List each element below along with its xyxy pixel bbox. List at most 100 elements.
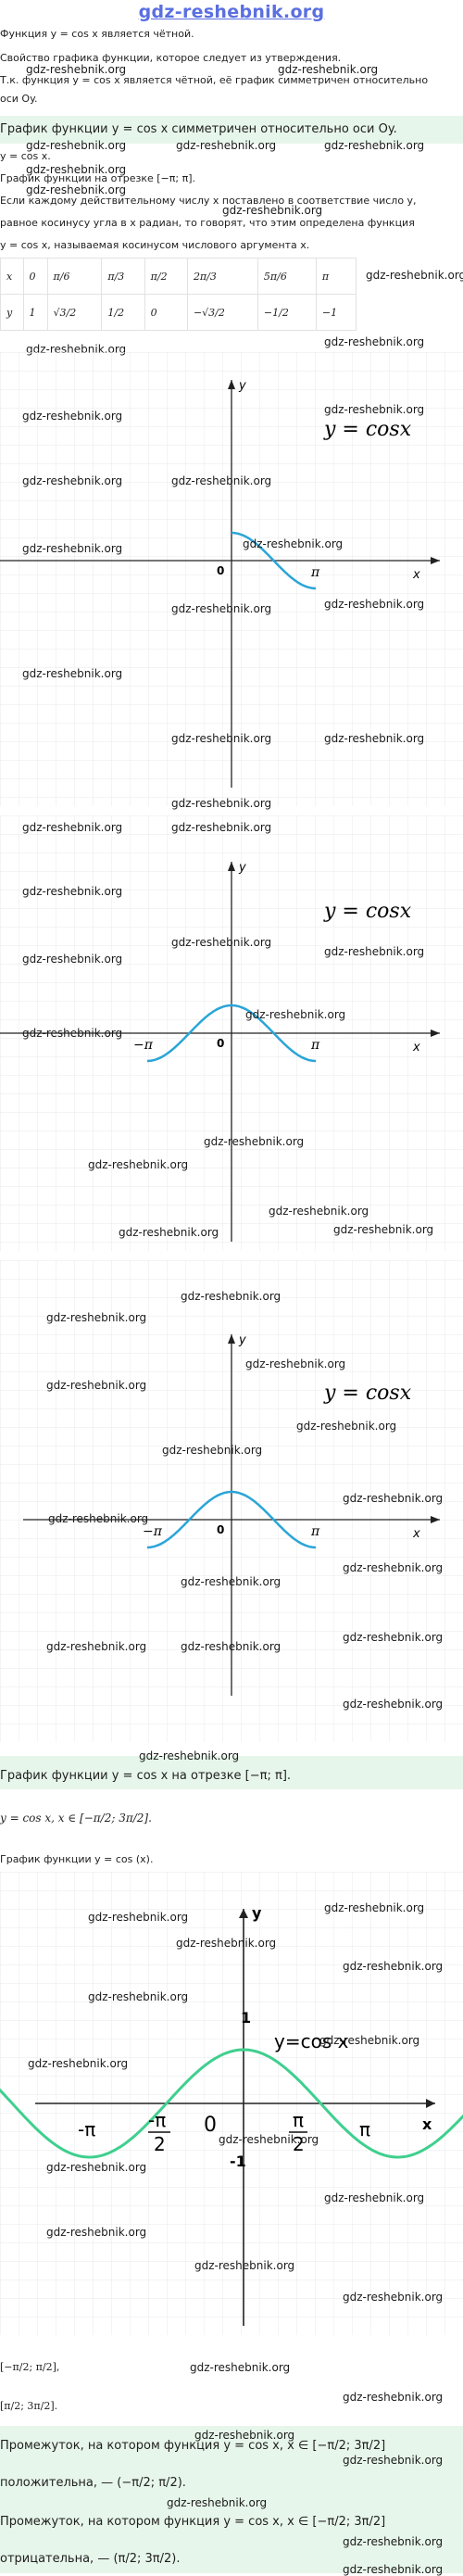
- watermark: gdz-reshebnik.org: [48, 1512, 149, 1525]
- graph-panel-1: x y 0 π y = cosx gdz-reshebnik.org gdz-r…: [0, 352, 463, 810]
- cos-graph-3: x y 0 π −π y = cosx: [0, 1260, 463, 1742]
- watermark: gdz-reshebnik.org: [343, 2291, 444, 2304]
- origin-label: 0: [217, 1037, 224, 1050]
- text-line-5: График функции y = cos x симметричен отн…: [0, 122, 397, 136]
- x-axis-label: x: [412, 568, 420, 582]
- text-line-19: отрицательна, — (π/2; 3π/2).: [0, 2552, 181, 2566]
- watermark: gdz-reshebnik.org: [343, 2391, 444, 2404]
- text-line-11: График функции y = cos x на отрезке [−π;…: [0, 1769, 292, 1783]
- watermark: gdz-reshebnik.org: [319, 2034, 420, 2047]
- watermark: gdz-reshebnik.org: [194, 2259, 295, 2272]
- text-line-4: оси Oy.: [0, 93, 38, 105]
- origin-label: 0: [217, 564, 224, 577]
- watermark: gdz-reshebnik.org: [119, 1226, 219, 1239]
- table-cell: y: [0, 294, 24, 331]
- watermark: gdz-reshebnik.org: [46, 1640, 147, 1653]
- watermark: gdz-reshebnik.org: [22, 667, 123, 680]
- table-cell: π/3: [101, 258, 145, 295]
- text-line-18: Промежуток, на котором функция y = cos x…: [0, 2515, 386, 2529]
- text-line-12: y = cos x, x ∈ [−π/2; 3π/2].: [0, 1812, 152, 1825]
- watermark: gdz-reshebnik.org: [343, 2563, 444, 2576]
- neg-half-pi-denominator: 2: [154, 2133, 166, 2155]
- interval-1: [−π/2; π/2],: [0, 2361, 60, 2373]
- watermark: gdz-reshebnik.org: [46, 2226, 147, 2239]
- origin-label: 0: [204, 2114, 217, 2137]
- graph-panel-4: x y 0 1 -1 π -π π 2 -π 2 y=cos x gdz-res…: [0, 1872, 463, 2335]
- text-line-2: Свойство графика функции, которое следуе…: [0, 52, 342, 64]
- x-axis-label: x: [412, 1527, 420, 1541]
- watermark: gdz-reshebnik.org: [343, 2535, 444, 2548]
- interval-2: [π/2; 3π/2].: [0, 2400, 58, 2412]
- watermark: gdz-reshebnik.org: [269, 1205, 369, 1218]
- watermark: gdz-reshebnik.org: [22, 1027, 123, 1040]
- watermark: gdz-reshebnik.org: [343, 1631, 444, 1644]
- table-cell: π: [315, 258, 357, 295]
- one-label: 1: [241, 2009, 251, 2027]
- origin-label: 0: [217, 1523, 224, 1536]
- highlight-block: gdz-reshebnik.org Промежуток, на котором…: [0, 2426, 463, 2576]
- watermark: gdz-reshebnik.org: [171, 797, 272, 810]
- watermark: gdz-reshebnik.org: [171, 474, 272, 487]
- text-line-16: Промежуток, на котором функция y = cos x…: [0, 2439, 386, 2453]
- y-axis-label: y: [238, 379, 246, 393]
- highlight-block: График функции y = cos x симметричен отн…: [0, 116, 463, 144]
- watermark: gdz-reshebnik.org: [88, 1158, 189, 1171]
- watermark: gdz-reshebnik.org: [22, 410, 123, 423]
- header: gdz-reshebnik.org: [0, 0, 463, 24]
- watermark: gdz-reshebnik.org: [324, 732, 425, 745]
- watermark: gdz-reshebnik.org: [22, 821, 123, 834]
- table-cell: 2π/3: [186, 258, 258, 295]
- watermark: gdz-reshebnik.org: [176, 1937, 277, 1950]
- watermark: gdz-reshebnik.org: [46, 1311, 147, 1324]
- watermark: gdz-reshebnik.org: [194, 2429, 295, 2442]
- x-axis-label: x: [422, 2115, 432, 2133]
- x-axis-arrow: [431, 557, 440, 564]
- watermark: gdz-reshebnik.org: [324, 139, 425, 152]
- watermark: gdz-reshebnik.org: [46, 2161, 147, 2174]
- watermark: gdz-reshebnik.org: [366, 269, 463, 282]
- watermark: gdz-reshebnik.org: [243, 537, 344, 550]
- watermark: gdz-reshebnik.org: [324, 2191, 425, 2204]
- table-row: y 1 √3/2 1/2 0 −√3/2 −1/2 −1: [0, 294, 357, 331]
- watermark: gdz-reshebnik.org: [296, 1420, 397, 1433]
- cos-curve: [232, 531, 317, 590]
- cos-graph-2: x y 0 π −π y = cosx: [0, 815, 463, 1251]
- text-line-6: y = cos x.: [0, 150, 51, 162]
- watermark: gdz-reshebnik.org: [171, 732, 272, 745]
- y-axis-arrow: [228, 862, 235, 871]
- watermark: gdz-reshebnik.org: [46, 1379, 147, 1392]
- graph-panel-2: x y 0 π −π y = cosx gdz-reshebnik.org gd…: [0, 815, 463, 1251]
- y-axis-label: y: [238, 1333, 246, 1347]
- neg-half-pi-numerator: -π: [148, 2109, 166, 2131]
- table-cell: x: [0, 258, 24, 295]
- text-line-13: График функции y = cos (x).: [0, 1853, 154, 1865]
- watermark: gdz-reshebnik.org: [245, 1008, 346, 1021]
- watermark: gdz-reshebnik.org: [324, 403, 425, 416]
- table-cell: π/6: [46, 258, 103, 295]
- y-axis-label: y: [252, 1904, 262, 1922]
- watermark: gdz-reshebnik.org: [171, 936, 272, 949]
- function-label: y = cosx: [323, 418, 412, 441]
- text-line-9: равное косинусу угла в x радиан, то гово…: [0, 217, 415, 229]
- watermark: gdz-reshebnik.org: [324, 335, 425, 348]
- watermark: gdz-reshebnik.org: [88, 1990, 189, 2003]
- watermark: gdz-reshebnik.org: [181, 1640, 282, 1653]
- watermark: gdz-reshebnik.org: [333, 1223, 434, 1236]
- watermark: gdz-reshebnik.org: [278, 63, 379, 76]
- table-cell: −√3/2: [186, 294, 258, 331]
- table-cell: 1: [22, 294, 48, 331]
- table-cell: √3/2: [46, 294, 103, 331]
- y-axis-arrow: [228, 1334, 235, 1344]
- text-line-7: График функции на отрезке [−π; π].: [0, 172, 195, 184]
- watermark: gdz-reshebnik.org: [343, 1960, 444, 1973]
- neg-pi-label: -π: [78, 2118, 95, 2140]
- site-title-link[interactable]: gdz-reshebnik.org: [138, 2, 325, 22]
- pi-label: π: [310, 1038, 320, 1053]
- watermark: gdz-reshebnik.org: [22, 542, 123, 555]
- watermark: gdz-reshebnik.org: [190, 2361, 291, 2374]
- x-axis-arrow: [431, 1029, 440, 1037]
- table-cell: −1/2: [257, 294, 317, 331]
- watermark: gdz-reshebnik.org: [26, 63, 127, 76]
- y-axis-arrow: [239, 1909, 248, 1918]
- x-axis-arrow: [431, 1516, 440, 1523]
